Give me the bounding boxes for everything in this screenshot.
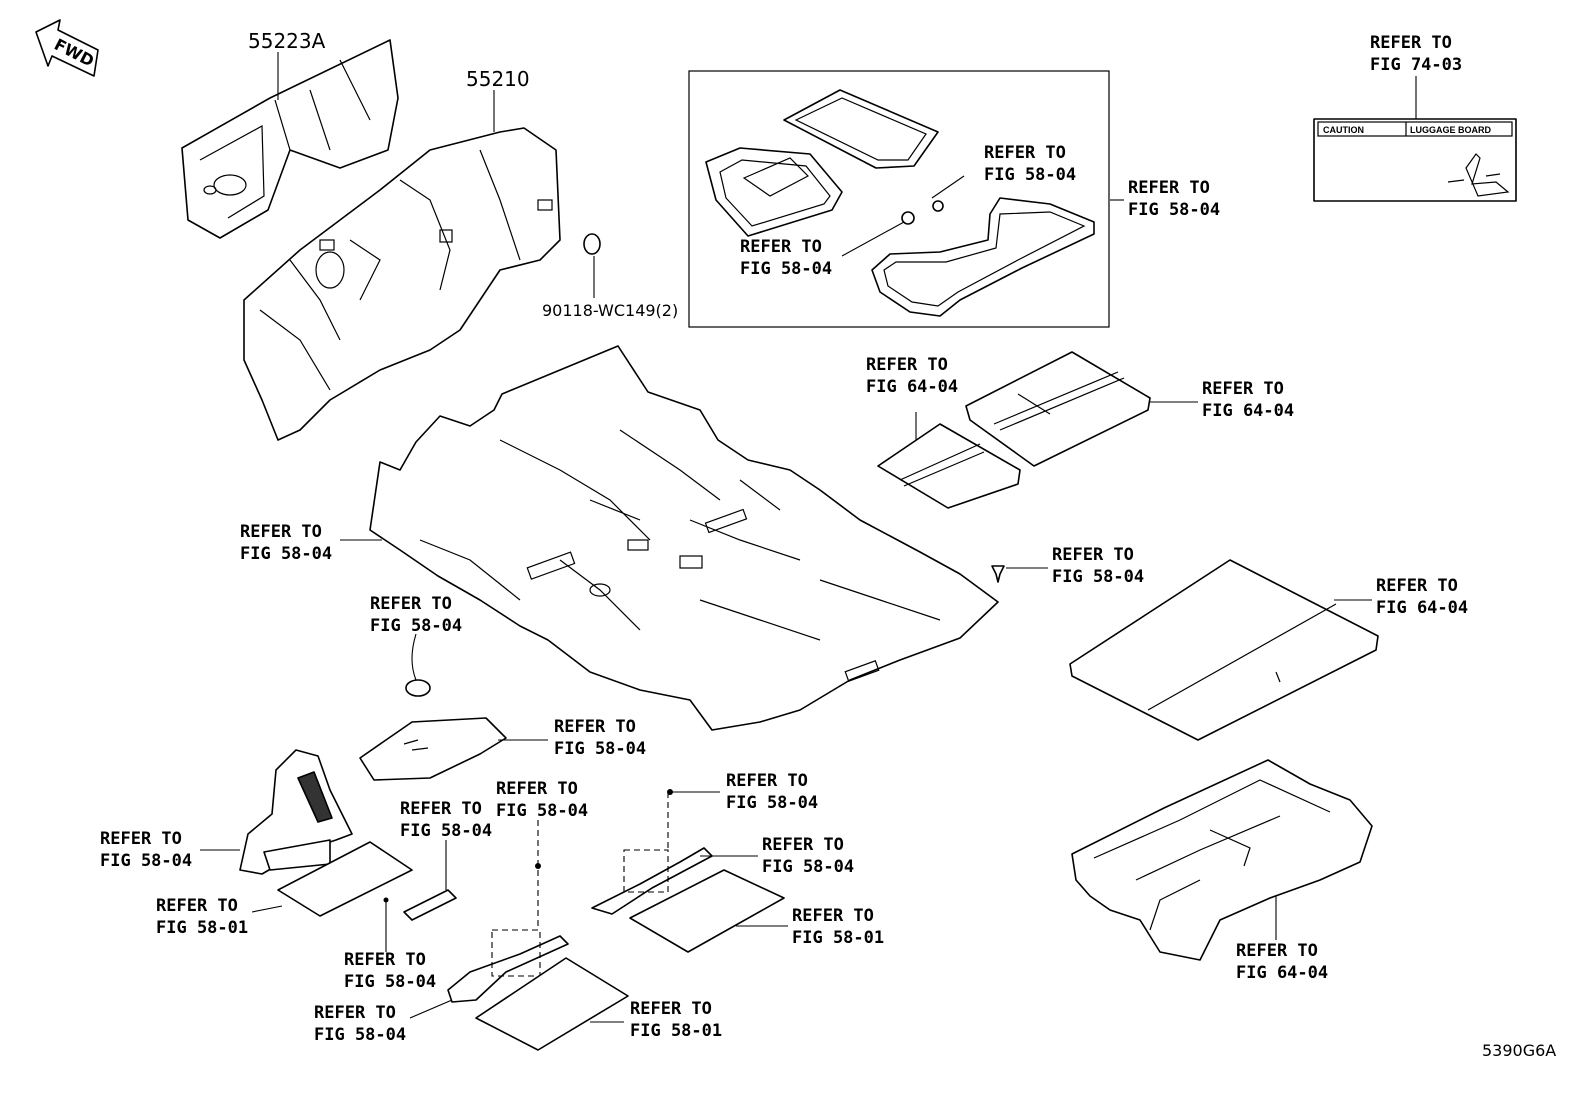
luggage-tray	[1071, 759, 1373, 961]
floor-bracket-small	[403, 889, 457, 921]
ref-label-14b: FIG 58-04	[400, 821, 492, 841]
mat-hooks	[901, 200, 944, 225]
figure-code: 5390G6A	[1482, 1041, 1556, 1060]
ref-label-2b: FIG 58-04	[984, 165, 1076, 185]
ref-label-5a: REFER TO	[866, 355, 948, 375]
floor-mat-group-box	[688, 70, 1110, 328]
ref-label-21b: FIG 58-01	[630, 1021, 722, 1041]
rail-cover-left	[447, 929, 569, 1003]
ref-label-10a: REFER TO	[1376, 576, 1458, 596]
ref-label-16a: REFER TO	[762, 835, 844, 855]
fwd-arrow-icon: FWD	[35, 19, 99, 77]
ref-label-11b: FIG 58-04	[554, 739, 646, 759]
ref-label-6b: FIG 64-04	[1202, 401, 1294, 421]
ref-label-7b: FIG 58-04	[240, 544, 332, 564]
carpet-screw	[991, 565, 1005, 583]
ref-label-17a: REFER TO	[156, 896, 238, 916]
floor-mat-front-right	[783, 89, 939, 169]
ref-label-18b: FIG 58-01	[792, 928, 884, 948]
floor-carpet-assembly	[369, 345, 999, 731]
grommet-clip	[405, 679, 431, 697]
deck-board-left	[877, 423, 1021, 509]
floor-mat-front-left	[705, 147, 843, 237]
ref-label-15b: FIG 58-04	[100, 851, 192, 871]
deck-board-large	[1069, 559, 1379, 741]
ref-label-4a: REFER TO	[740, 237, 822, 257]
ref-label-21a: REFER TO	[630, 999, 712, 1019]
part-55210	[243, 127, 561, 441]
ref-label-2a: REFER TO	[984, 143, 1066, 163]
part-number-55223a: 55223A	[248, 29, 326, 53]
under-mat-1	[277, 841, 413, 917]
ref-label-15a: REFER TO	[100, 829, 182, 849]
ref-label-3a: REFER TO	[1128, 178, 1210, 198]
ref-label-11a: REFER TO	[554, 717, 636, 737]
ref-label-13b: FIG 58-04	[726, 793, 818, 813]
ref-label-14a: REFER TO	[400, 799, 482, 819]
ref-label-9a: REFER TO	[370, 594, 452, 614]
under-mat-3	[629, 869, 785, 953]
ref-label-1b: FIG 74-03	[1370, 55, 1462, 75]
ref-label-16b: FIG 58-04	[762, 857, 854, 877]
ref-label-20b: FIG 58-04	[314, 1025, 406, 1045]
part-number-90118: 90118-WC149(2)	[542, 301, 678, 320]
ref-label-9b: FIG 58-04	[370, 616, 462, 636]
ref-label-12a: REFER TO	[496, 779, 578, 799]
callout-labels: REFER TO FIG 74-03 REFER TO FIG 58-04 RE…	[100, 33, 1468, 1045]
ref-label-22b: FIG 64-04	[1236, 963, 1328, 983]
ref-label-6a: REFER TO	[1202, 379, 1284, 399]
caution-luggage-board-label: CAUTION LUGGAGE BOARD	[1313, 118, 1517, 202]
ref-label-20a: REFER TO	[314, 1003, 396, 1023]
ref-label-8b: FIG 58-04	[1052, 567, 1144, 587]
floor-mat-rear	[871, 197, 1095, 317]
ref-label-10b: FIG 64-04	[1376, 598, 1468, 618]
clip-90118	[583, 233, 601, 255]
ref-label-18a: REFER TO	[792, 906, 874, 926]
ref-label-8a: REFER TO	[1052, 545, 1134, 565]
fastener-dot-2	[535, 863, 541, 869]
ref-label-1a: REFER TO	[1370, 33, 1452, 53]
fastener-dot-3	[667, 789, 673, 795]
under-mat-2	[475, 957, 629, 1051]
ref-label-4b: FIG 58-04	[740, 259, 832, 279]
ref-label-19a: REFER TO	[344, 950, 426, 970]
luggage-board-text: LUGGAGE BOARD	[1410, 125, 1492, 135]
ref-label-3b: FIG 58-04	[1128, 200, 1220, 220]
ref-label-7a: REFER TO	[240, 522, 322, 542]
caution-text: CAUTION	[1323, 125, 1364, 135]
front-floor-silencer-left	[359, 717, 507, 781]
footrest-pad	[239, 749, 353, 875]
ref-label-5b: FIG 64-04	[866, 377, 958, 397]
part-number-55210: 55210	[466, 67, 530, 91]
ref-label-19b: FIG 58-04	[344, 972, 436, 992]
rail-cover-right	[591, 847, 713, 915]
ref-label-17b: FIG 58-01	[156, 918, 248, 938]
ref-label-13a: REFER TO	[726, 771, 808, 791]
part-55223a	[181, 39, 399, 239]
ref-label-12b: FIG 58-04	[496, 801, 588, 821]
deck-board-right	[965, 351, 1151, 467]
ref-label-22a: REFER TO	[1236, 941, 1318, 961]
fastener-dot-1	[383, 897, 389, 903]
